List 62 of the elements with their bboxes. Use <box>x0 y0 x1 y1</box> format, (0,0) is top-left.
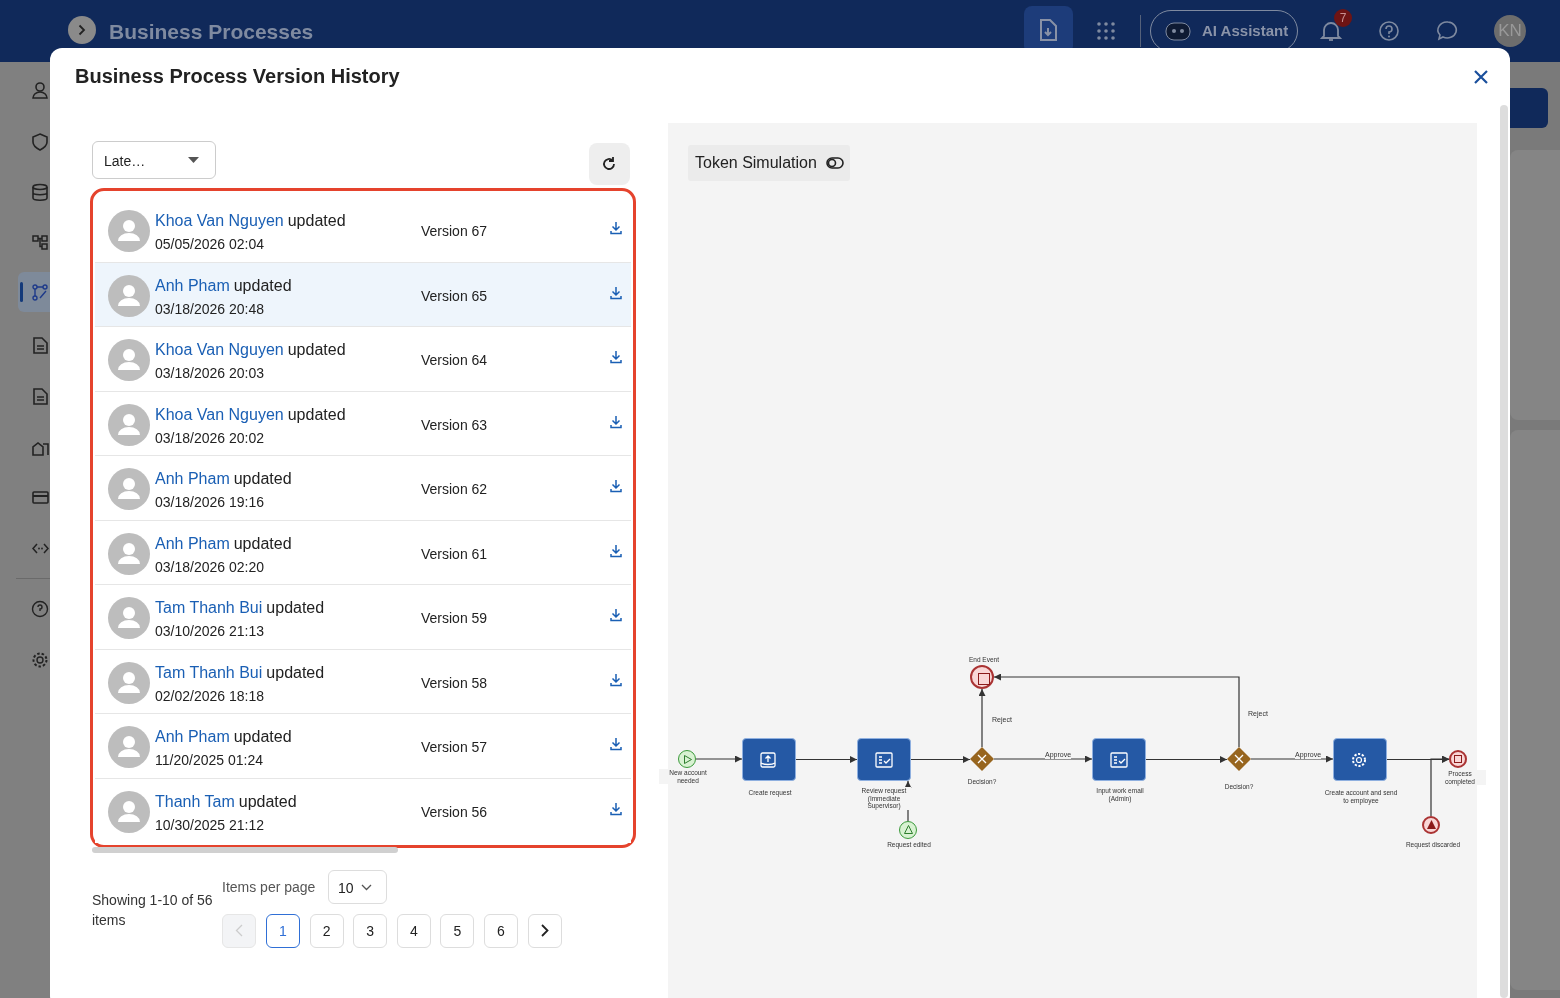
user-name-link: Anh Pham <box>155 728 230 746</box>
arrow <box>695 755 743 763</box>
page-size-select: 10 <box>328 870 387 904</box>
version-number: Version 63 <box>421 416 488 433</box>
update-label: updated <box>266 599 325 617</box>
user-name-link: Anh Pham <box>155 470 230 488</box>
timestamp: 03/18/2026 02:20 <box>155 558 264 575</box>
update-label: updated <box>287 341 346 359</box>
version-number: Version 64 <box>421 352 488 368</box>
user-name-link: Anh Pham <box>155 276 230 295</box>
version-number: Version 57 <box>421 739 488 755</box>
arrow <box>993 673 1240 748</box>
version-number: Version 62 <box>421 481 488 497</box>
update-label: updated <box>233 470 292 488</box>
update-label: updated <box>238 792 297 811</box>
timestamp: 03/18/2026 20:03 <box>155 365 264 381</box>
token-simulation-toggle: Token Simulation <box>688 145 850 181</box>
timestamp: 03/18/2026 20:48 <box>155 300 264 317</box>
page-button: 6 <box>484 914 518 948</box>
timestamp: 03/10/2026 21:13 <box>155 623 264 639</box>
user-name-link: Khoa Van Nguyen <box>155 341 284 359</box>
page-button: 3 <box>353 914 388 948</box>
arrow <box>1386 756 1450 763</box>
modal-title: Business Process Version History <box>75 65 400 88</box>
version-number: Version 58 <box>421 674 488 691</box>
page-button: 4 <box>396 914 431 948</box>
user-name-link: Khoa Van Nguyen <box>155 212 284 230</box>
timestamp: 10/30/2025 21:12 <box>155 816 264 833</box>
timestamp: 03/18/2026 20:02 <box>155 429 264 446</box>
timestamp: 03/18/2026 19:16 <box>155 494 264 510</box>
arrow <box>795 756 858 763</box>
page-button: 1 <box>266 914 300 948</box>
update-label: updated <box>287 405 346 424</box>
update-label: updated <box>287 212 346 230</box>
items-per-page-label: Items per page <box>222 879 316 895</box>
update-label: updated <box>233 276 292 295</box>
update-label: updated <box>266 663 325 682</box>
version-number: Version 67 <box>421 223 488 239</box>
app-title: Business Processes <box>109 20 314 44</box>
timestamp: 11/20/2025 01:24 <box>155 752 263 768</box>
user-name-link: Anh Pham <box>155 534 230 553</box>
version-number: Version 61 <box>421 545 488 562</box>
pagination-summary: Showing 1-10 of 56 items <box>92 891 214 930</box>
user-name-link: Tam Thanh Bui <box>155 663 263 682</box>
arrow <box>978 688 986 748</box>
user-name-link: Thanh Tam <box>155 792 235 811</box>
page-button: 5 <box>440 914 475 948</box>
update-label: updated <box>233 534 292 553</box>
arrow <box>1145 756 1228 763</box>
version-number: Version 56 <box>421 803 488 820</box>
user-name-link: Tam Thanh Bui <box>155 599 263 617</box>
update-label: updated <box>233 728 292 746</box>
timestamp: 02/02/2026 18:18 <box>155 687 264 704</box>
arrow <box>993 755 1093 763</box>
page-button: 2 <box>309 914 344 948</box>
arrow <box>1430 755 1450 817</box>
version-number: Version 65 <box>421 287 488 304</box>
version-number: Version 59 <box>421 610 488 626</box>
user-name-link: Khoa Van Nguyen <box>155 405 284 424</box>
arrow <box>910 756 971 763</box>
arrow <box>1250 755 1334 763</box>
timestamp: 05/05/2026 02:04 <box>155 236 264 252</box>
